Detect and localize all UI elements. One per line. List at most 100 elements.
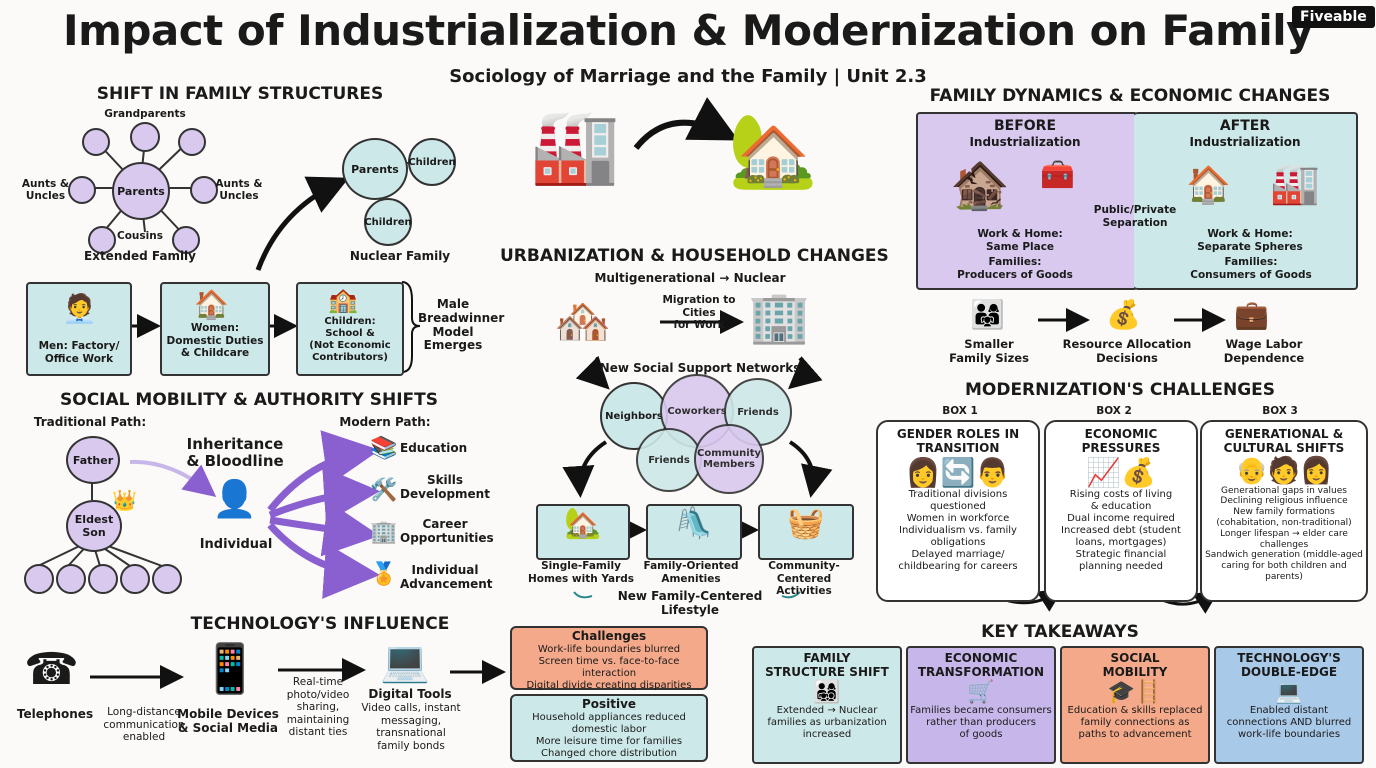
path-skills: Skills Development [400,473,490,501]
community-activities-card: 🧺 [758,504,854,560]
smaller-family-label: Smaller Family Sizes [949,337,1029,365]
picnic-icon: 🧺 [787,506,825,541]
cousins-label: Cousins [117,230,163,242]
single-family-label: Single-Family Homes with Yards [527,560,635,585]
children-school-label: Children: School & (Not Economic Contrib… [309,316,391,363]
path-education: Education [400,441,468,455]
takeaway-social-mobility: SOCIAL MOBILITY 🎓🪜 Education & skills re… [1060,646,1210,764]
tech-positive-box: Positive Household appliances reduced do… [510,694,708,762]
path-career: Career Opportunities [400,517,494,545]
generational-shifts-title: GENERATIONAL & CULTURAL SHIFTS [1223,427,1345,455]
individual-label: Individual [199,537,273,552]
ladder-icon: 🎓🪜 [1107,679,1163,705]
technology-heading: TECHNOLOGY'S INFLUENCE [190,614,450,634]
digital-tools-note: Video calls, instant messaging, transnat… [361,702,461,752]
house-icon: 🏠 [194,288,229,321]
takeaway-technology: TECHNOLOGY'S DOUBLE-EDGE 💻 Enabled dista… [1214,646,1364,764]
traditional-path-label: Traditional Path: [33,415,147,429]
economic-pressures-title: ECONOMIC PRESSURES [1081,427,1161,455]
separation-label: Public/Private Separation [1093,204,1177,229]
extended-family-label: Extended Family [84,249,196,263]
briefcase-icon: 💼 [1234,298,1269,331]
box1-tag: BOX 1 [942,405,978,417]
amenities-card: 🛝 [646,504,742,560]
home-yard-icon: 🏡 [564,506,602,541]
multigenerational-label: Multigenerational → Nuclear [594,271,786,285]
male-breadwinner-label: Male Breadwinner Model Emerges [418,297,505,353]
tech-challenges-title: Challenges [571,629,647,643]
box3-tag: BOX 3 [1262,405,1298,417]
telephones-label: Telephones [16,707,94,721]
tech-positive-title: Positive [581,697,637,711]
nuclear-child-node: Children [364,198,412,246]
coins-icon: 💰 [1106,298,1141,331]
takeaway-technology-title: TECHNOLOGY'S DOUBLE-EDGE [1237,651,1341,679]
playground-icon: 🛝 [675,506,713,541]
page-title: Impact of Industrialization & Modernizat… [62,6,1314,55]
shopping-cart-icon: 🛒 [967,679,995,705]
challenges-heading: MODERNIZATION'S CHALLENGES [964,380,1276,400]
tech-challenges-text: Work-life boundaries blurred Screen time… [526,643,692,691]
factory-icon: 🏭 [530,104,620,188]
urbanization-heading: URBANIZATION & HOUSEHOLD CHANGES [500,246,889,266]
generational-shifts-box: GENERATIONAL & CULTURAL SHIFTS 👴🧑👩 Gener… [1200,420,1368,602]
workshop-tools-icon: 🧰 [1040,158,1075,191]
generations-icon: 👴🧑👩 [1235,455,1333,486]
wage-labor-label: Wage Labor Dependence [1223,337,1305,365]
mobile-label: Mobile Devices & Social Media [177,707,279,735]
takeaway-social-mobility-text: Education & skills replaced family conne… [1067,704,1203,740]
dynamics-heading: FAMILY DYNAMICS & ECONOMIC CHANGES [929,86,1331,106]
tools-icon: 🛠️ [370,478,398,503]
books-icon: 📚 [370,436,398,461]
children-school-card: 🏫 Children: School & (Not Economic Contr… [296,282,404,376]
tech-challenges-box: Challenges Work-life boundaries blurred … [510,626,708,691]
suburban-house-icon: 🏡 [728,108,818,192]
multigenerational-home-icon: 🏘️ [554,294,612,348]
takeaway-family-structure-text: Extended → Nuclear families as urbanizat… [767,704,887,740]
mobility-heading: SOCIAL MOBILITY & AUTHORITY SHIFTS [60,390,438,410]
heir-node [24,564,54,594]
laptop-icon: 💻 [380,639,430,685]
takeaway-economic-title: ECONOMIC TRANSFORMATION [917,651,1045,679]
eldest-son-node: Eldest Son [66,500,122,552]
tech-positive-text: Household appliances reduced domestic la… [532,711,686,759]
farmhouse-icon: 🏚️ [950,157,1010,213]
small-family-icon: 👨‍👩‍👧 [970,298,1005,331]
heir-node [152,564,182,594]
after-title: AFTER [1219,118,1271,134]
page-subtitle: Sociology of Marriage and the Family | U… [449,66,927,87]
telephone-note: Long-distance communication enabled [103,706,185,744]
box2-tag: BOX 2 [1096,405,1132,417]
home-icon: 🏠 [1186,165,1231,206]
takeaway-family-structure: FAMILY STRUCTURE SHIFT 👨‍👩‍👧‍👦 Extended … [752,646,902,764]
nuclear-parents-node: Parents [342,138,408,200]
migration-label: Migration to Cities for Work [662,294,736,332]
video-call-icon: 💻 [1275,679,1303,705]
school-icon: 🏫 [328,286,358,314]
networks-label: New Social Support Networks [599,361,801,375]
takeaway-economic: ECONOMIC TRANSFORMATION 🛒 Families becam… [906,646,1056,764]
before-panel [916,112,1138,290]
single-family-home-card: 🏡 [536,504,630,560]
medal-icon: 🏅 [370,562,398,587]
women-domestic-label: Women: Domestic Duties & Childcare [166,322,264,360]
before-subtitle: Industrialization [969,135,1081,149]
heir-node [56,564,86,594]
nuclear-child-node: Children [408,138,456,186]
person-icon: 👤 [212,479,257,520]
community-label: Community-Centered Activities [768,560,840,598]
amenities-label: Family-Oriented Amenities [643,560,739,585]
gender-roles-box: GENDER ROLES IN TRANSITION 👩🔄👨 Tradition… [876,420,1040,602]
men-work-label: Men: Factory/ Office Work [38,340,120,365]
telephone-icon: ☎ [24,644,79,695]
heir-node [120,564,150,594]
before-producers: Families: Producers of Goods [957,256,1073,281]
after-consumers: Families: Consumers of Goods [1190,256,1312,281]
takeaway-social-mobility-title: SOCIAL MOBILITY [1102,651,1168,679]
lifestyle-label: New Family-Centered Lifestyle [617,589,763,617]
grandparents-label: Grandparents [104,108,186,120]
rising-coins-icon: 📈💰 [1086,455,1156,489]
men-work-card: 🧑‍💼 Men: Factory/ Office Work [26,282,132,376]
extended-node [82,128,110,156]
takeaways-heading: KEY TAKEAWAYS [981,622,1139,642]
